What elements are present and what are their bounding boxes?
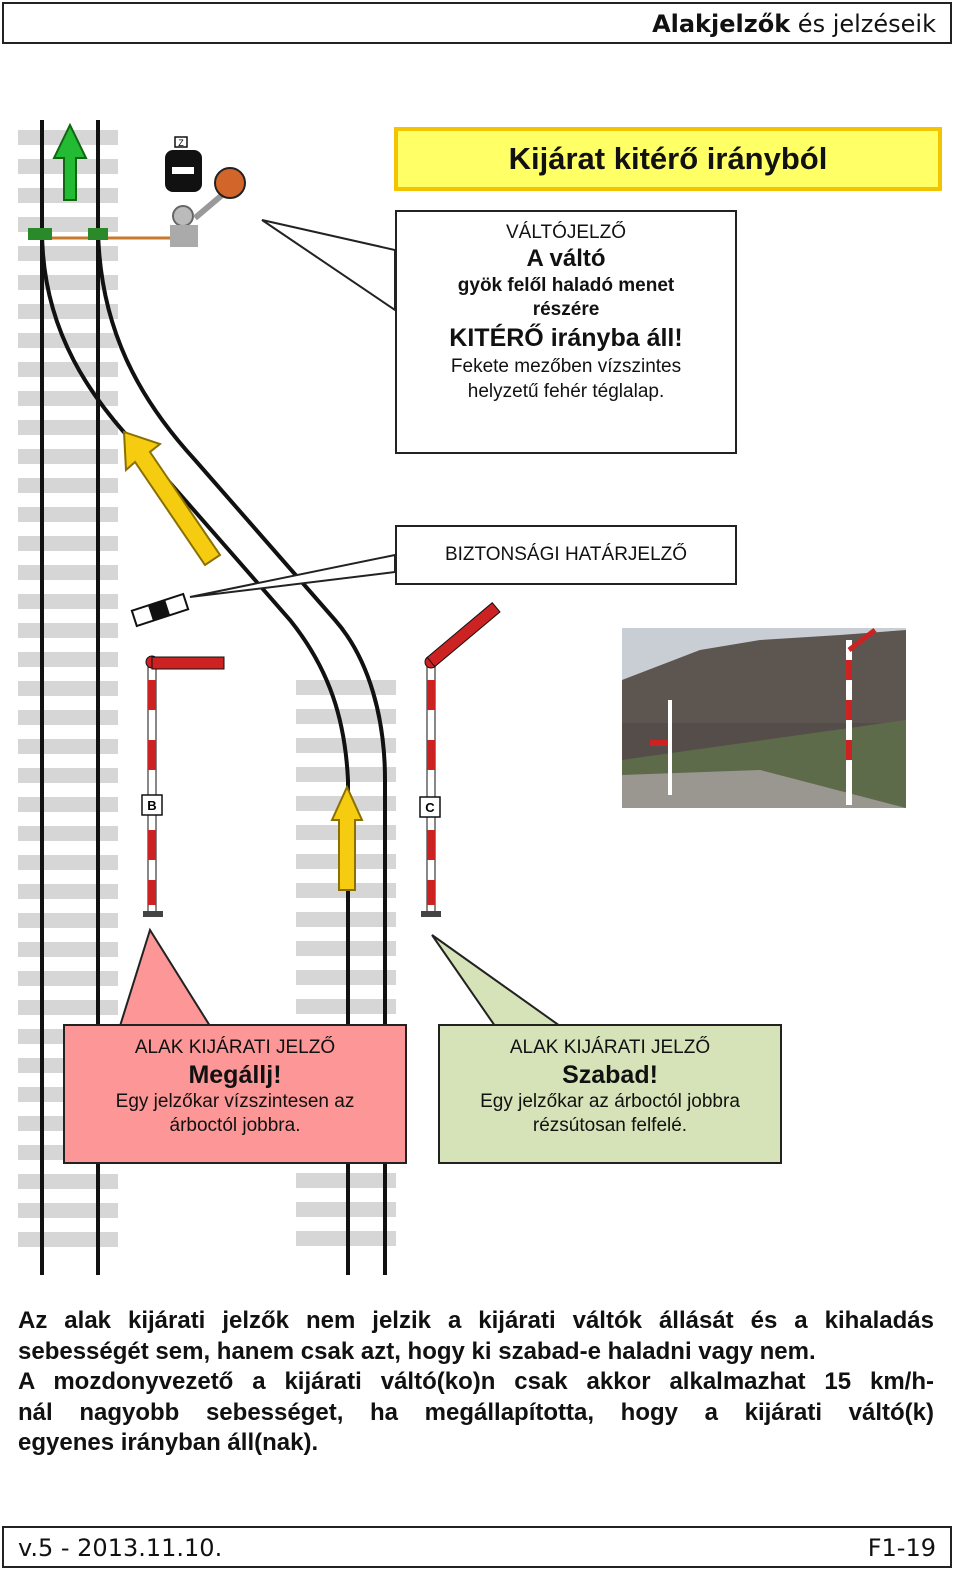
sleeper (18, 652, 118, 667)
callout-switch-line1: VÁLTÓJELZŐ (505, 222, 626, 243)
explanation-paragraph: Az alak kijárati jelzők nem jelzik a kij… (18, 1306, 934, 1459)
callout-clear-aspect: Szabad! (562, 1061, 658, 1089)
callout-stop: ALAK KIJÁRATI JELZŐ Megállj! Egy jelzőka… (63, 1024, 407, 1164)
callout-switch-line4: KITÉRŐ irányba áll! (449, 324, 683, 352)
sleeper (18, 826, 118, 841)
header-title: Alakjelzők és jelzéseik (652, 10, 936, 38)
arrow-yellow-vertical-icon (330, 784, 364, 891)
callout-switch-line3: gyök felől haladó menet (457, 275, 675, 296)
paragraph-line3: A mozdonyvezető a kijárati váltó(ko)n cs… (18, 1368, 934, 1395)
sleeper (18, 739, 118, 754)
signal-photo (622, 628, 906, 808)
callout-safety-label: BIZTONSÁGI HATÁRJELZŐ (444, 544, 688, 565)
sleeper (18, 246, 118, 261)
callout-clear: ALAK KIJÁRATI JELZŐ Szabad! Egy jelzőkar… (438, 1024, 782, 1164)
switch-signal-base (172, 205, 194, 227)
switch-signal-white-bar (172, 167, 194, 174)
callout-clear-desc1: Egy jelzőkar az árboctól jobbra (480, 1091, 740, 1112)
sleeper (18, 855, 118, 870)
callout-clear-tail (431, 934, 564, 1027)
callout-stop-heading: ALAK KIJÁRATI JELZŐ (134, 1037, 336, 1058)
paragraph-line1: Az alak kijárati jelzők nem jelzik a kij… (18, 1307, 934, 1334)
sleeper (18, 565, 118, 580)
sleeper (18, 797, 118, 812)
switch-signal-letter: Z (178, 138, 184, 148)
paragraph-line2: sebességét sem, hanem csak azt, hogy ki … (18, 1337, 816, 1365)
signal-b-letter: B (147, 798, 156, 813)
page-header: Alakjelzők és jelzéseik (2, 2, 952, 44)
arrow-yellow-diagonal-icon (122, 430, 222, 567)
callout-safety-limit: BIZTONSÁGI HATÁRJELZŐ (395, 525, 737, 585)
rail-diverge-inner (96, 229, 387, 1275)
callout-switch-line6: helyzetű fehér téglalap. (467, 381, 665, 402)
switch-tongue-left (28, 228, 52, 240)
callout-clear-heading: ALAK KIJÁRATI JELZŐ (509, 1037, 711, 1058)
paragraph-line4: nál nagyobb sebességet, ha megállapított… (18, 1398, 934, 1426)
footer-version: v.5 - 2013.11.10. (18, 1534, 223, 1562)
sleeper (18, 449, 118, 464)
sleeper (18, 913, 118, 928)
sleeper (18, 884, 118, 899)
sleeper (18, 420, 118, 435)
sleeper (18, 304, 118, 319)
switch-tongue-right (88, 228, 108, 240)
signal-c: C (419, 602, 501, 917)
sleeper (18, 507, 118, 522)
sleeper (296, 680, 396, 695)
page-footer: v.5 - 2013.11.10. F1-19 (2, 1526, 952, 1568)
sleeper (18, 942, 118, 957)
callout-switch-line3b: részére (532, 299, 600, 320)
page-title: Kijárat kitérő irányból (394, 127, 942, 191)
sleeper (18, 681, 118, 696)
callout-switch-signal: VÁLTÓJELZŐ A váltó gyök felől haladó men… (395, 210, 737, 454)
sleeper (296, 709, 396, 724)
callout-switch-line5: Fekete mezőben vízszintes (450, 356, 682, 377)
callout-switch-line2: A váltó (526, 245, 606, 272)
sleeper (18, 768, 118, 783)
sleeper (18, 536, 118, 551)
sleeper (18, 710, 118, 725)
callout-stop-aspect: Megállj! (188, 1061, 282, 1089)
switch-signal-stand (170, 225, 198, 247)
arrow-green-icon (52, 122, 88, 201)
callout-stop-desc1: Egy jelzőkar vízszintesen az (115, 1091, 355, 1112)
sleeper (18, 1203, 118, 1218)
sleeper (18, 1232, 118, 1247)
sleeper (18, 1000, 118, 1015)
signal-b: B (141, 655, 225, 917)
switch-lever-weight (214, 167, 246, 199)
safety-limit-marker (130, 592, 190, 628)
footer-page-number: F1-19 (867, 1534, 936, 1562)
paragraph-line5: egyenes irányban áll(nak). (18, 1429, 319, 1456)
sleeper (18, 362, 118, 377)
callout-stop-desc2: árboctól jobbra. (169, 1115, 301, 1136)
signal-c-letter: C (425, 800, 435, 815)
sleeper (18, 478, 118, 493)
callout-clear-desc2: rézsútosan felfelé. (532, 1115, 688, 1136)
sleeper (18, 971, 118, 986)
sleeper (18, 594, 118, 609)
sleeper (18, 1174, 118, 1189)
callout-safety-tail (189, 553, 396, 598)
callout-switch-tail (261, 219, 396, 312)
switch-signal-plate (174, 136, 188, 148)
sleeper (18, 623, 118, 638)
callout-stop-tail (118, 927, 212, 1027)
